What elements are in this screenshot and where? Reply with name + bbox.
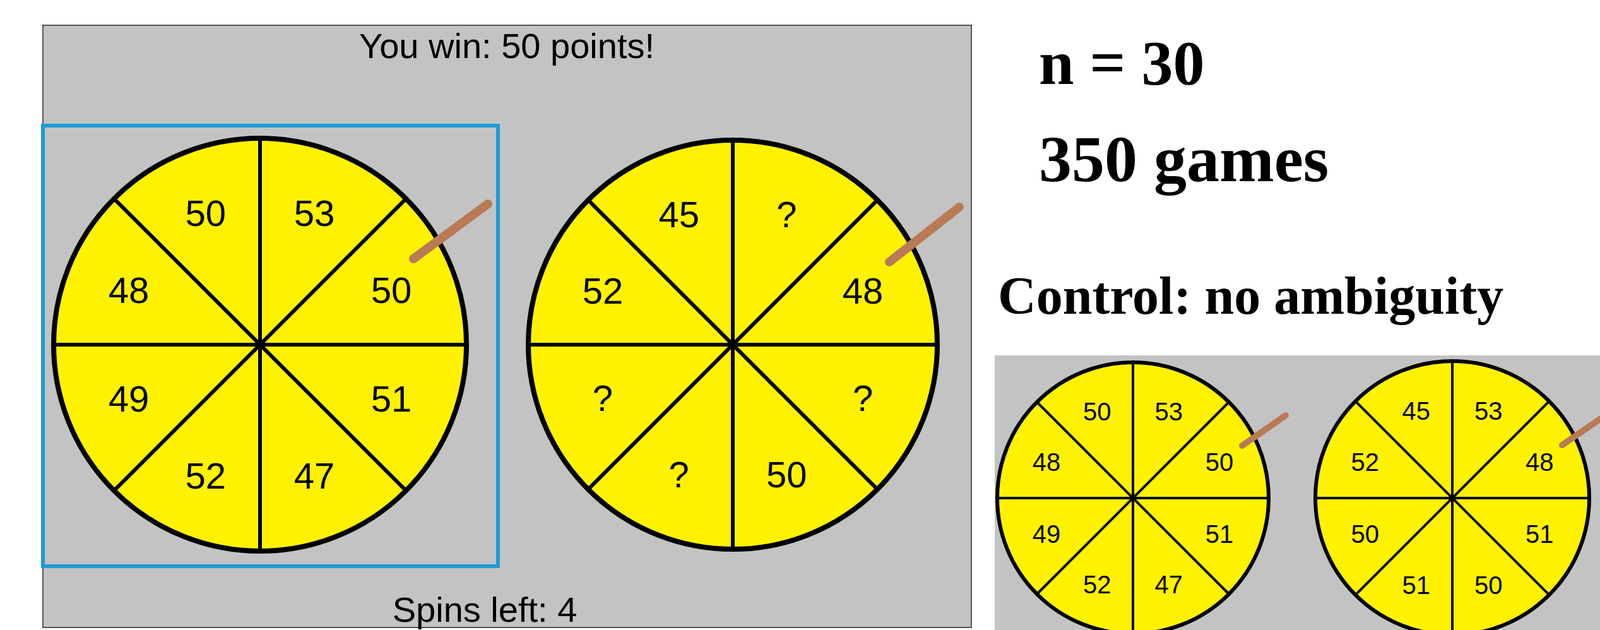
wheel-disc xyxy=(997,362,1269,630)
sector-value: 48 xyxy=(1032,449,1061,475)
sector-value: 50 xyxy=(1351,521,1380,547)
sector-value: 48 xyxy=(1525,449,1554,475)
sector-value: 47 xyxy=(1154,571,1183,598)
sector-value: 45 xyxy=(1402,398,1431,424)
sector-value: 50 xyxy=(1205,449,1234,475)
game-count: 350 games xyxy=(1038,123,1329,196)
wheel-pointer xyxy=(413,203,488,259)
wheel-outline xyxy=(525,137,940,552)
sector-value: 51 xyxy=(1525,521,1554,547)
sector-divider xyxy=(1355,401,1550,596)
wheel-pointer xyxy=(1242,415,1286,446)
wheel-pointer xyxy=(1562,414,1600,445)
wheel-pointer xyxy=(889,207,960,262)
selection-frame xyxy=(42,125,498,567)
game-panel: 50 53 50 51 47 52 49 48 45? 48? 50?? 52 You win: 50 … xyxy=(42,25,972,628)
spins-counter: Spins left: 4 xyxy=(392,592,578,628)
sector-value: 52 xyxy=(1083,571,1112,598)
wheel-disc xyxy=(1315,361,1590,630)
sector-value: 48 xyxy=(842,272,884,310)
sector-divider xyxy=(588,200,878,490)
sector-value: 47 xyxy=(294,457,336,495)
sector-value: ? xyxy=(776,196,797,233)
wheel-outline xyxy=(51,135,469,554)
spin-wheel: 50 53 50 51 47 52 49 48 xyxy=(51,135,469,554)
sector-value: 53 xyxy=(1154,398,1183,425)
sector-value: 50 xyxy=(185,195,227,232)
condition-heading: Control: no ambiguity xyxy=(997,266,1504,326)
sector-value: 53 xyxy=(294,195,336,232)
sector-divider xyxy=(1037,402,1229,594)
sector-value: ? xyxy=(669,456,690,493)
sector-value: ? xyxy=(592,379,613,417)
sector-value: ? xyxy=(852,379,873,417)
spin-wheel: 45? 48? 50?? 52 xyxy=(525,137,940,552)
sector-value: 48 xyxy=(108,272,150,309)
sector-value: 51 xyxy=(371,380,413,418)
sector-value: 52 xyxy=(185,457,227,495)
sector-value: 50 xyxy=(1474,572,1503,598)
wheel-disc xyxy=(53,138,467,552)
sector-value: 49 xyxy=(108,380,150,418)
spin-wheel: 45 53 48 51 50 51 50 52 xyxy=(1313,359,1592,630)
wheel-disc xyxy=(528,140,938,550)
sector-value: 51 xyxy=(1402,572,1431,598)
sector-value: 50 xyxy=(766,456,808,493)
game-panel-ground xyxy=(42,25,972,628)
sector-value: 50 xyxy=(371,272,413,309)
sector-value: 49 xyxy=(1032,521,1061,547)
sector-value: 52 xyxy=(1351,449,1380,475)
sector-value: 50 xyxy=(1083,398,1112,425)
sector-divider xyxy=(114,198,406,491)
sample-size: n = 30 xyxy=(1038,28,1205,98)
sector-value: 51 xyxy=(1205,521,1234,547)
sector-value: 52 xyxy=(582,272,624,310)
spin-wheel: 50 53 50 51 47 52 49 48 xyxy=(995,360,1271,630)
wheel-outline xyxy=(1313,359,1592,630)
wheel-outline xyxy=(995,360,1271,630)
result-message: You win: 50 points! xyxy=(359,28,655,64)
sector-value: 53 xyxy=(1474,398,1503,424)
sector-value: 45 xyxy=(658,196,700,233)
